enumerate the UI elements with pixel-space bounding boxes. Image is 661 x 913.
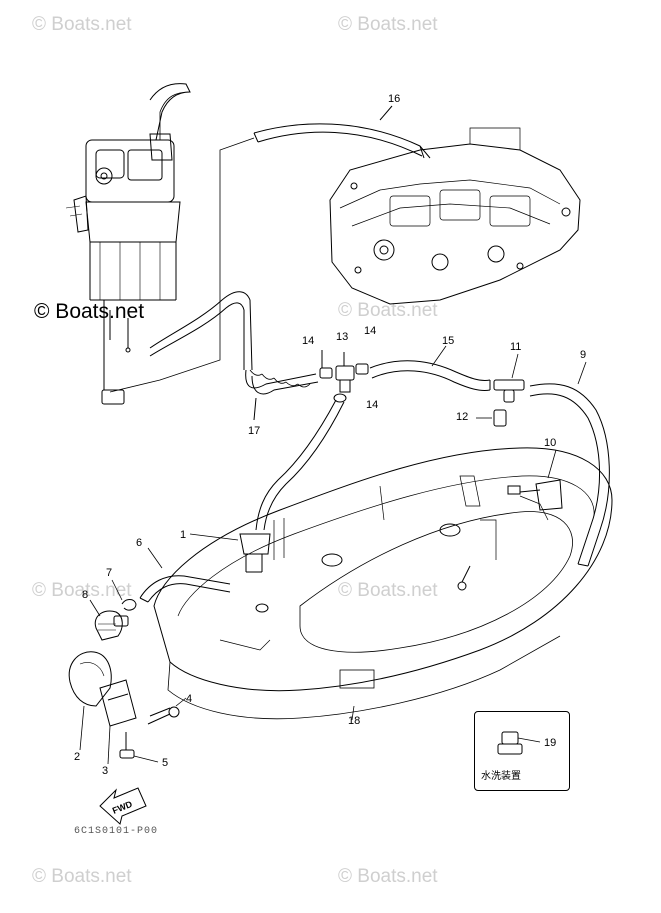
- callout-14-b: 14: [364, 325, 376, 337]
- callout-7: 7: [106, 567, 112, 579]
- t-joint-11: [476, 353, 525, 427]
- callout-15: 15: [442, 335, 454, 347]
- inset-label: 水洗装置: [481, 771, 521, 782]
- fwd-label: FWD: [111, 799, 134, 816]
- callout-17: 17: [248, 425, 260, 437]
- hose-9: [529, 361, 610, 567]
- bottom-cowling-18: [153, 447, 613, 721]
- bracket-3: [99, 679, 137, 765]
- watermark-top-left: © Boats.net: [32, 14, 132, 35]
- callout-18: 18: [348, 715, 360, 727]
- callout-12: 12: [456, 411, 468, 423]
- hose-15: [369, 345, 491, 391]
- hose-17: [149, 291, 319, 421]
- callout-11: 11: [510, 341, 521, 353]
- watermark-mid-right: © Boats.net: [338, 300, 438, 321]
- callout-5: 5: [162, 757, 168, 769]
- leader-line-1: [189, 533, 239, 541]
- watermark-top-right: © Boats.net: [338, 14, 438, 35]
- callout-2: 2: [74, 751, 80, 763]
- bolt-5: [119, 732, 159, 763]
- callout-14-c: 14: [366, 399, 378, 411]
- callout-labels: 1 2 3 4 5 6 7 8 9 10 11 12 13 14 14 14 1…: [74, 93, 586, 816]
- hose-16: [253, 105, 431, 159]
- callout-4: 4: [186, 693, 192, 705]
- callout-16: 16: [388, 93, 400, 105]
- inset-box: [474, 711, 570, 791]
- engine-assembly-drawing: [65, 83, 191, 405]
- callout-8: 8: [82, 589, 88, 601]
- callout-13: 13: [336, 331, 348, 343]
- nipple-8: [89, 599, 129, 641]
- cover-2: [68, 651, 112, 751]
- hose-to-drain: [239, 399, 345, 573]
- watermark-bottom-left: © Boats.net: [32, 866, 132, 887]
- watermark-bottom-right: © Boats.net: [338, 866, 438, 887]
- fwd-arrow: [99, 787, 147, 825]
- callout-6: 6: [136, 537, 142, 549]
- inset-part-19: [497, 731, 541, 755]
- callout-19: 19: [544, 737, 556, 749]
- engine-block-drawing: [329, 127, 581, 305]
- diagram-code: 6C1S0101-P00: [74, 826, 159, 837]
- watermark-low-left: © Boats.net: [32, 580, 132, 601]
- callout-1: 1: [180, 529, 186, 541]
- hose-6: [139, 547, 231, 603]
- nipple-10: [457, 449, 563, 591]
- leader-line-16: [109, 137, 255, 393]
- watermark-main: © Boats.net: [34, 300, 145, 323]
- watermark-low-right: © Boats.net: [338, 580, 438, 601]
- callout-9: 9: [580, 349, 586, 361]
- t-joint-13: [319, 350, 369, 403]
- callout-3: 3: [102, 765, 108, 777]
- screw-4: [147, 697, 187, 725]
- callout-10: 10: [544, 437, 556, 449]
- clip-7: [111, 579, 137, 611]
- callout-14-a: 14: [302, 335, 314, 347]
